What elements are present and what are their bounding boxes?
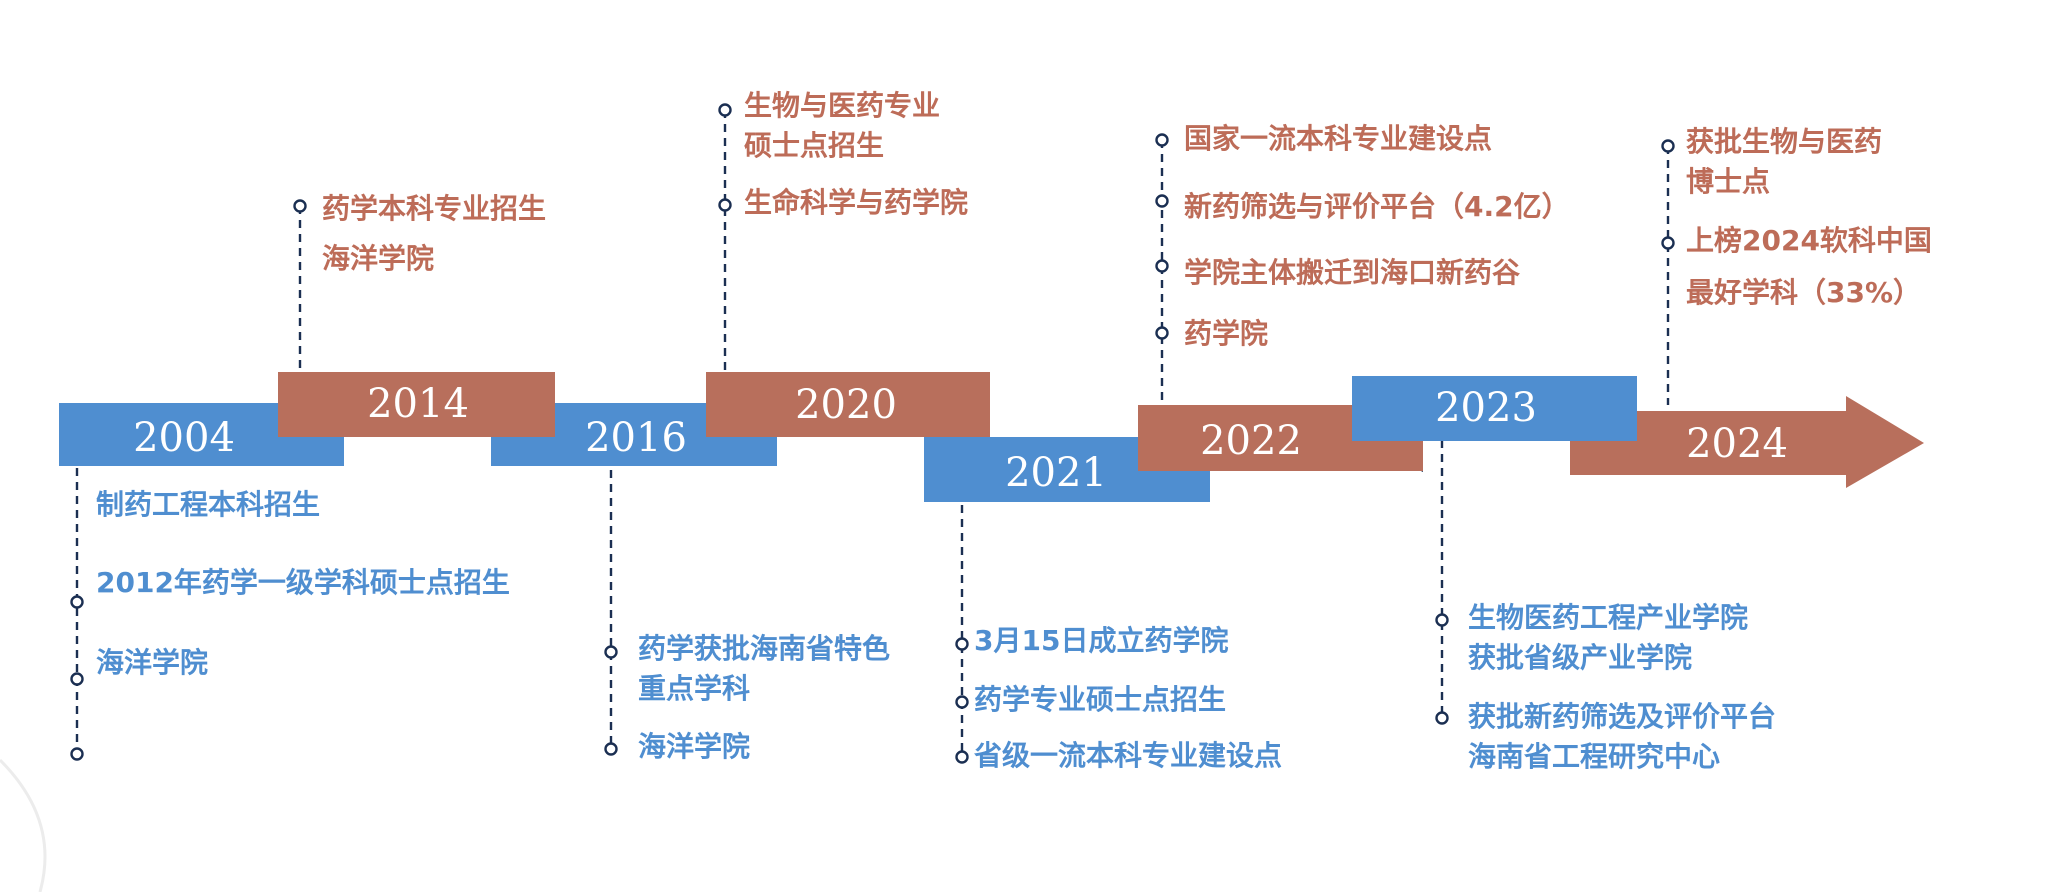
dot-2022-a [1155,133,1169,147]
banner-2020 [706,372,990,437]
year-label-2024: 2024 [1686,421,1788,467]
dot-2024-b [1661,236,1675,250]
note-2004-1: 制药工程本科招生 [96,488,321,521]
note-2016-2: 重点学科 [638,672,751,705]
dot-2022-c [1155,259,1169,273]
dot-2021-a [955,637,969,651]
year-label-2004: 2004 [133,415,235,461]
note-2014-1: 药学本科专业招生 [322,192,547,225]
year-label-2022: 2022 [1200,418,1302,464]
dot-2004-c [70,747,84,761]
decorative-arc [0,758,47,892]
year-label-2014: 2014 [367,381,469,427]
note-2023-2: 获批省级产业学院 [1468,641,1693,674]
banner-2023 [1352,376,1637,441]
dot-2016-a [604,645,618,659]
note-2020-2: 硕士点招生 [744,129,885,162]
note-2024-2: 博士点 [1686,165,1771,198]
note-2021-1: 3月15日成立药学院 [974,624,1229,657]
note-2022-1: 国家一流本科专业建设点 [1184,122,1493,155]
dot-2004-a [70,595,84,609]
note-2024-3: 上榜2024软科中国 [1686,224,1932,257]
year-label-2021: 2021 [1005,450,1107,496]
note-2016-1: 药学获批海南省特色 [638,632,891,665]
year-label-2020: 2020 [795,382,897,428]
note-2022-2: 新药筛选与评价平台（4.2亿） [1184,190,1570,223]
dot-2023-a [1435,613,1449,627]
note-2020-3: 生命科学与药学院 [744,186,969,219]
dot-2004-b [70,672,84,686]
note-2020-1: 生物与医药专业 [744,89,941,122]
dot-2022-b [1155,194,1169,208]
dot-2022-d [1155,326,1169,340]
note-2023-1: 生物医药工程产业学院 [1468,601,1749,634]
dot-2016-b [604,742,618,756]
banner-2014 [278,372,555,437]
note-2021-2: 药学专业硕士点招生 [974,683,1227,716]
note-2023-3: 获批新药筛选及评价平台 [1468,700,1777,733]
dot-2021-c [955,750,969,764]
note-2014-2: 海洋学院 [322,242,435,275]
banner-2024-arrow [1570,396,1924,488]
dot-2014-a [293,199,307,213]
note-2016-3: 海洋学院 [638,730,751,763]
dot-2023-b [1435,711,1449,725]
dot-2021-b [955,695,969,709]
note-2024-4: 最好学科（33%） [1686,276,1922,309]
note-2004-2: 2012年药学一级学科硕士点招生 [96,566,510,599]
note-2023-4: 海南省工程研究中心 [1468,740,1721,773]
dot-2024-a [1661,139,1675,153]
dot-2020-a [718,103,732,117]
note-2022-3: 学院主体搬迁到海口新药谷 [1184,256,1521,289]
dot-2020-b [718,198,732,212]
year-label-2023: 2023 [1435,385,1537,431]
note-2004-3: 海洋学院 [96,646,209,679]
note-2022-4: 药学院 [1184,317,1269,350]
year-label-2016: 2016 [585,415,687,461]
note-2024-1: 获批生物与医药 [1686,125,1883,158]
note-2021-3: 省级一流本科专业建设点 [974,739,1283,772]
